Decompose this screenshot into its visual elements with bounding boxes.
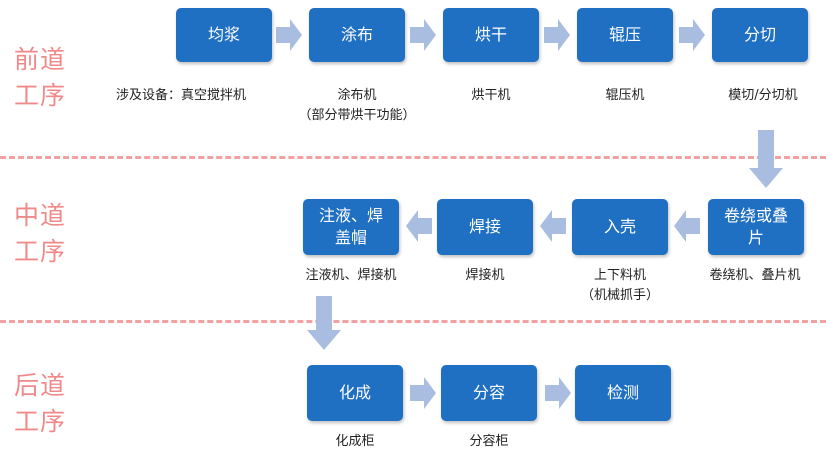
equipment-front-2: 涂布机 （部分带烘干功能）	[290, 86, 424, 126]
equipment-front-5: 模切/分切机	[728, 88, 798, 103]
equipment-middle-3: 上下料机 （机械抓手）	[562, 266, 678, 306]
stage-label-front-line1: 前道	[14, 45, 67, 74]
step-box-front-3: 烘干	[443, 8, 539, 62]
step-label: 涂布	[340, 25, 373, 44]
step-box-back-1: 化成	[307, 365, 403, 421]
stage-label-middle-line1: 中道	[14, 201, 67, 230]
equipment-front-2-main: 涂布机	[337, 88, 377, 103]
stage-label-front-line2: 工序	[14, 81, 67, 110]
step-box-middle-4: 卷绕或叠 片	[708, 199, 804, 255]
step-label-line1: 卷绕或叠	[723, 206, 788, 225]
equipment-front-2-note: （部分带烘干功能）	[298, 108, 416, 123]
equipment-front-4: 辊压机	[605, 88, 645, 103]
step-label: 分切	[743, 25, 776, 44]
arrow-down-1	[749, 130, 783, 188]
step-box-front-1: 均浆	[176, 8, 272, 62]
step-box-front-4: 辊压	[577, 8, 673, 62]
equipment-back-1: 化成柜	[335, 434, 375, 449]
divider-middle-back	[0, 320, 826, 323]
step-label: 辊压	[608, 25, 641, 44]
step-box-middle-1: 注液、焊 盖帽	[303, 199, 399, 255]
arrow-left-3	[406, 210, 432, 242]
step-label-line1: 注液、焊	[318, 206, 383, 225]
step-label: 分容	[472, 383, 505, 402]
step-box-front-2: 涂布	[309, 8, 405, 62]
step-label: 均浆	[207, 25, 240, 44]
stage-label-middle: 中道 工序	[14, 198, 66, 270]
equipment-middle-2: 焊接机	[465, 268, 505, 283]
arrow-left-2	[540, 210, 566, 242]
arrow-left-1	[674, 210, 700, 242]
stage-label-back-line1: 后道	[14, 371, 67, 400]
equipment-middle-4: 卷绕机、叠片机	[709, 268, 801, 283]
step-box-back-3: 检测	[575, 365, 671, 421]
step-label: 入壳	[603, 217, 636, 236]
equipment-back-2: 分容柜	[469, 434, 509, 449]
stage-label-back: 后道 工序	[14, 368, 66, 440]
step-box-back-2: 分容	[441, 365, 537, 421]
stage-label-back-line2: 工序	[14, 407, 67, 436]
step-box-middle-3: 入壳	[572, 199, 668, 255]
step-label: 烘干	[474, 25, 507, 44]
step-box-front-5: 分切	[712, 8, 808, 62]
stage-label-front: 前道 工序	[14, 42, 66, 114]
arrow-right-3	[544, 19, 570, 51]
equipment-middle-3-main: 上下料机	[593, 268, 646, 283]
arrow-right-6	[545, 377, 571, 409]
arrow-down-2	[307, 296, 341, 350]
step-label: 化成	[338, 383, 371, 402]
step-label-line2: 盖帽	[334, 228, 367, 247]
step-label: 焊接	[468, 217, 501, 236]
step-label-line2: 片	[747, 228, 764, 247]
equipment-front-1: 涉及设备：真空搅拌机	[115, 88, 246, 103]
equipment-middle-3-note: （机械抓手）	[580, 288, 659, 303]
step-label: 检测	[606, 383, 639, 402]
arrow-right-1	[276, 19, 302, 51]
divider-front-middle	[0, 156, 826, 159]
stage-label-middle-line2: 工序	[14, 237, 67, 266]
equipment-front-3: 烘干机	[471, 88, 511, 103]
arrow-right-2	[410, 19, 436, 51]
step-box-middle-2: 焊接	[437, 199, 533, 255]
equipment-middle-1: 注液机、焊接机	[305, 268, 397, 283]
arrow-right-4	[679, 19, 705, 51]
arrow-right-5	[410, 377, 436, 409]
